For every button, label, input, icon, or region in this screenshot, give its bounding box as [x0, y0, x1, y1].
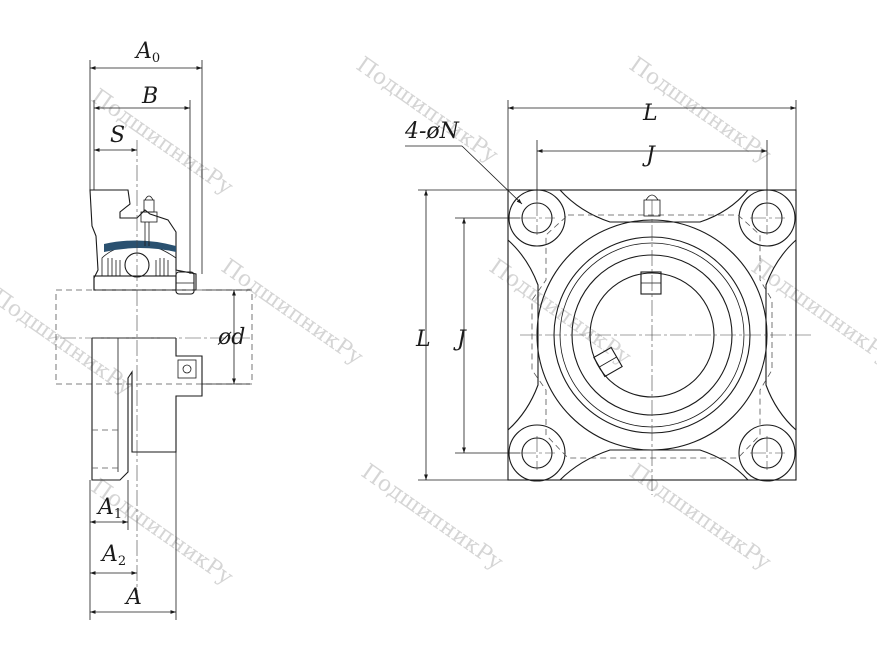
housing-section-upper: [89, 189, 197, 291]
dim-d-label: ød: [217, 325, 245, 350]
dim-j-left-label: J: [453, 327, 467, 352]
side-nut: [177, 359, 197, 379]
housing-base: [93, 275, 177, 291]
front-view: L J L J 4-øN: [404, 100, 812, 495]
side-nut-hole: [182, 364, 192, 374]
front-grease-fitting-tip: [645, 194, 659, 201]
dim-j-top-label: J: [642, 143, 656, 168]
housing-lower: [91, 338, 203, 481]
set-screw-left: [593, 346, 623, 378]
dim-a2-label: A2: [100, 542, 126, 569]
dim-l-left-label: L: [415, 327, 431, 352]
dim-a0-label: A0: [134, 39, 160, 66]
watermark-text: ПодшипникРу: [357, 459, 508, 575]
grease-fitting-tip: [144, 195, 154, 201]
lobe-br: [738, 424, 796, 482]
bolt-hole-label: 4-øN: [404, 119, 460, 144]
seal-left: [107, 258, 121, 276]
watermark-text: ПодшипникРу: [217, 254, 368, 370]
watermark-text: ПодшипникРу: [485, 254, 636, 370]
leader-line: [461, 145, 523, 205]
dim-b-label: B: [141, 84, 158, 109]
dim-s-label: S: [110, 123, 125, 148]
seal-right: [155, 258, 169, 276]
watermark-text: ПодшипникРу: [352, 52, 503, 168]
dim-l-top-label: L: [642, 101, 658, 126]
shaft: [55, 289, 253, 385]
grease-fitting-body: [143, 199, 155, 213]
dim-a1-label: A1: [96, 495, 122, 522]
watermark-text: ПодшипникРу: [0, 284, 137, 400]
inner-ring-band: [104, 240, 176, 252]
dim-a-label: A: [124, 585, 142, 610]
side-view: A0 B S ød A1 A2 A: [55, 39, 253, 620]
